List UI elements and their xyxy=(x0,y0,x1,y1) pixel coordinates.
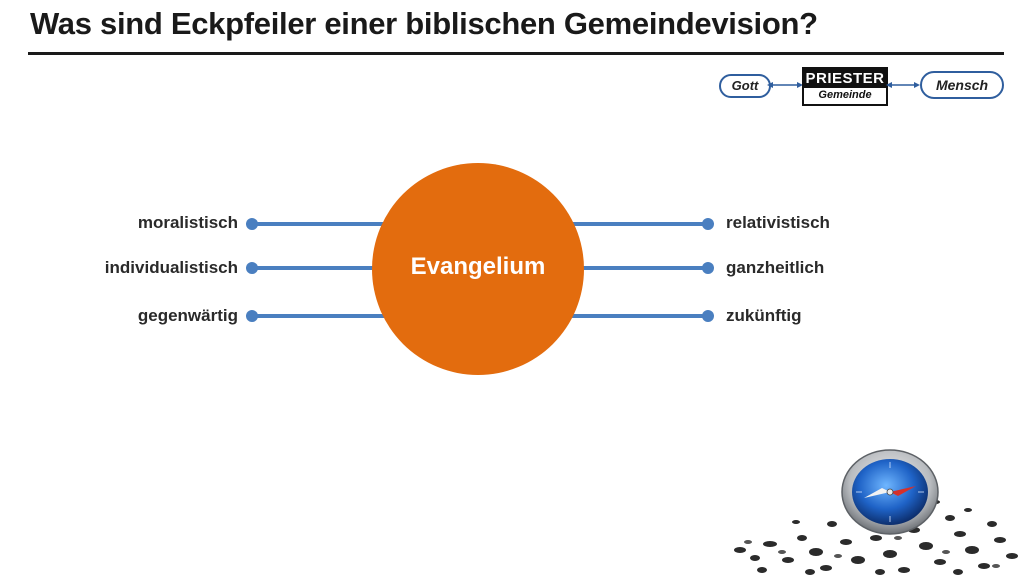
label-zukuenftig: zukünftig xyxy=(726,306,802,325)
label-moralistisch: moralistisch xyxy=(137,213,238,232)
dot-right-1 xyxy=(702,218,714,230)
dot-left-1 xyxy=(246,218,258,230)
label-individualistisch: individualistisch xyxy=(104,258,238,277)
legend-gemeinde: Gemeinde xyxy=(818,89,872,101)
connector-left-2 xyxy=(252,266,392,270)
dot-right-3 xyxy=(702,310,714,322)
legend-priester: PRIESTER xyxy=(804,69,886,88)
connector-left-3 xyxy=(252,314,392,318)
connector-right-2 xyxy=(565,266,707,270)
compass-icon xyxy=(734,449,1018,575)
label-gegenwaertig: gegenwärtig xyxy=(137,306,238,325)
connector-right-3 xyxy=(565,314,707,318)
evangelium-circle xyxy=(372,163,584,375)
connector-left-1 xyxy=(252,222,392,226)
title-divider xyxy=(28,52,1004,55)
dot-left-2 xyxy=(246,262,258,274)
label-relativistisch: relativistisch xyxy=(726,213,830,232)
connector-right-1 xyxy=(565,222,707,226)
dot-left-3 xyxy=(246,310,258,322)
legend-mensch: Mensch xyxy=(920,71,1004,99)
arrow-double-left-icon xyxy=(767,82,803,88)
legend-priester-box: PRIESTER Gemeinde xyxy=(802,67,888,106)
label-ganzheitlich: ganzheitlich xyxy=(726,258,825,277)
legend-gott: Gott xyxy=(719,74,771,98)
slide-title: Was sind Eckpfeiler einer biblischen Gem… xyxy=(30,6,818,41)
evangelium-label: Evangelium xyxy=(410,253,546,280)
dot-right-2 xyxy=(702,262,714,274)
arrow-double-right-icon xyxy=(886,82,920,88)
